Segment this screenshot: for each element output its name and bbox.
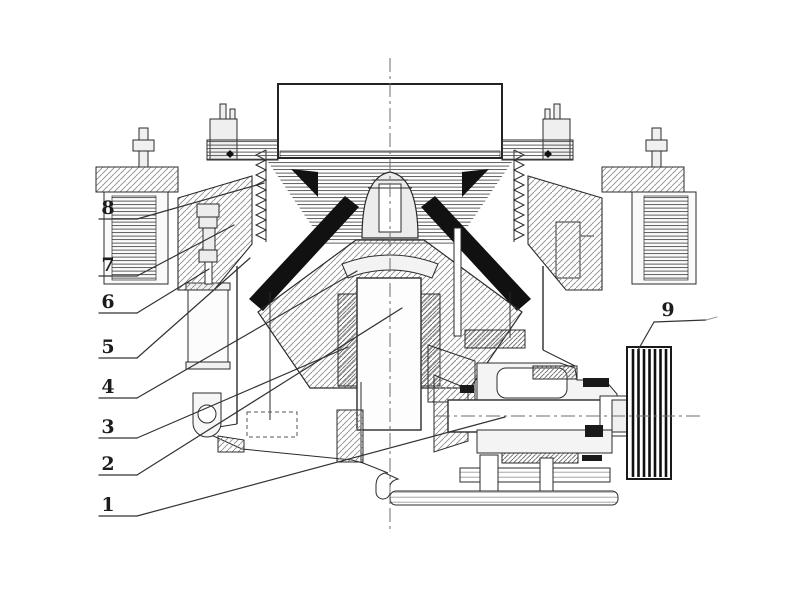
callout-1: 1 [98,416,506,517]
callout-label-9: 9 [661,299,674,321]
mantle-gap [249,169,531,311]
base-frame [375,454,619,506]
callout-label-5: 5 [101,336,114,358]
spring-bank-right [601,127,697,285]
feed-plate-bands [206,139,574,161]
countershaft-assembly [427,329,629,464]
main-shaft [356,277,422,431]
callout-4: 4 [98,270,358,399]
callout-7: 7 [98,224,235,277]
centerlines [389,58,700,532]
frame-foot-left [217,435,245,453]
frame-rib [336,409,364,463]
vertical-rod [453,227,462,337]
callout-6: 6 [98,268,210,314]
callout-label-8: 8 [101,197,114,219]
callout-5: 5 [98,257,251,359]
callout-8: 8 [98,182,265,220]
callout-label-2: 2 [101,453,114,475]
spring-bank-left [95,127,179,285]
callout-3: 3 [98,346,349,439]
callout-label-7: 7 [101,254,114,276]
callout-label-3: 3 [101,416,114,438]
callout-9: 9 [637,299,718,351]
inspection-port [246,411,298,438]
callouts: 8 7 6 5 4 3 [98,182,718,517]
callout-label-6: 6 [101,291,114,313]
callout-label-1: 1 [101,494,114,516]
locking-bolt [196,203,220,285]
callout-label-4: 4 [101,376,114,398]
drive-pulley [626,346,672,480]
head-nut-cap [361,171,419,239]
callout-2: 2 [98,307,403,476]
bowl-thread [254,149,526,242]
bevel-gear [464,329,526,349]
